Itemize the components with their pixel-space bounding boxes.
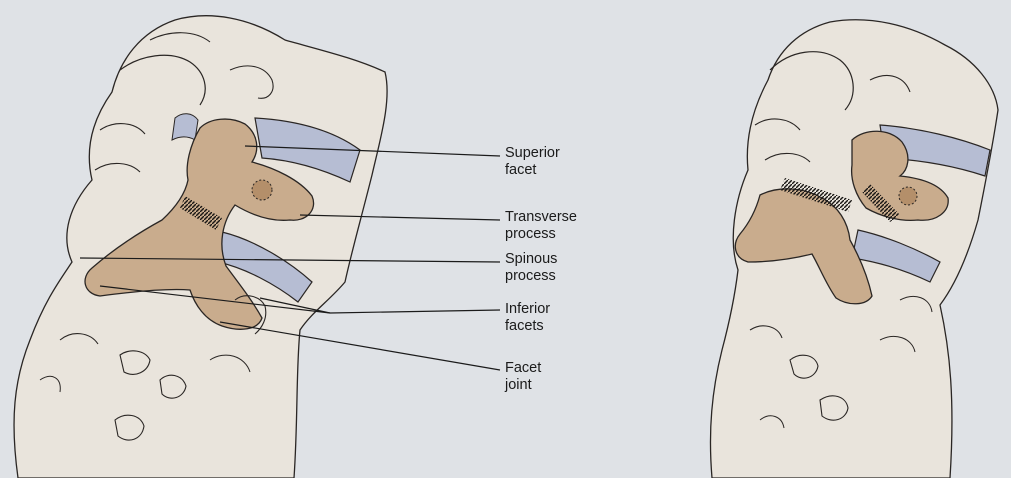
right-facet-hatch-2: [862, 184, 900, 222]
left-lower-disc: [217, 231, 313, 303]
label-spinous-process-line2: process: [505, 268, 556, 284]
right-lower-disc: [851, 229, 941, 283]
left-upper-disc: [254, 117, 361, 183]
label-spinous-process-line1: Spinous: [505, 251, 558, 267]
left-facet-hatch: [180, 196, 222, 230]
label-facet-joint: Facet joint: [505, 360, 541, 394]
label-transverse-process: Transverse process: [505, 209, 577, 243]
label-inferior-facets-line2: facets: [505, 318, 544, 334]
label-facet-joint-line2: joint: [505, 377, 532, 393]
left-spine-view: [13, 15, 388, 478]
label-facet-joint-line1: Facet: [505, 360, 542, 376]
label-inferior-facets: Inferior facets: [505, 301, 550, 335]
right-upper-disc: [879, 124, 991, 177]
label-transverse-process-line1: Transverse: [505, 209, 577, 225]
leader-lines: [79, 145, 501, 371]
label-inferior-facets-line1: Inferior: [505, 301, 551, 317]
label-superior-facet: Superior facet: [505, 145, 560, 179]
right-spine-view: [709, 19, 999, 478]
label-spinous-process: Spinous process: [505, 251, 557, 285]
label-transverse-process-line2: process: [505, 226, 556, 242]
right-facet-hatch-1: [780, 178, 852, 212]
label-superior-facet-line2: facet: [505, 162, 537, 178]
left-vertebra-highlight: [84, 118, 315, 330]
label-superior-facet-line1: Superior: [505, 145, 560, 161]
